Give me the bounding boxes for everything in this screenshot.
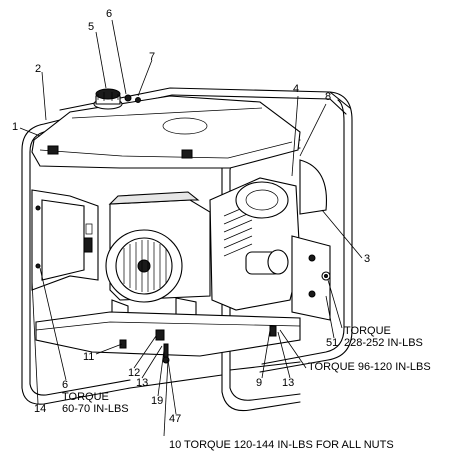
callout-10: 10 (169, 439, 181, 451)
callout-14: 14 (34, 403, 46, 415)
callout-13-right: 13 (282, 377, 294, 389)
callout-1: 1 (12, 121, 18, 133)
torque-right-line1: TORQUE (344, 325, 391, 337)
callout-19: 19 (151, 395, 163, 407)
callout-8: 8 (325, 91, 331, 103)
torque-bottom: TORQUE 120-144 IN-LBS FOR ALL NUTS (184, 439, 394, 451)
control-panel-box (31, 189, 99, 291)
tank-bolt-icon (124, 94, 132, 102)
callout-labels: 1 2 3 4 5 6 7 8 9 11 12 13 13 14 19 47 5… (12, 8, 370, 425)
callout-4: 4 (293, 83, 299, 95)
torque-notes: TORQUE 60-70 IN-LBS TORQUE 228-252 IN-LB… (62, 325, 431, 451)
base-cradle (35, 311, 301, 364)
torque-left-line1: TORQUE (62, 391, 109, 403)
callout-7: 7 (149, 51, 155, 63)
callout-3: 3 (364, 253, 370, 265)
callout-6-bottom: 6 (62, 379, 68, 391)
torque-left-line2: 60-70 IN-LBS (62, 403, 129, 415)
fuel-tank (31, 88, 301, 169)
torque-right-line2: 228-252 IN-LBS (344, 337, 423, 349)
alternator (105, 191, 211, 323)
callout-5: 5 (88, 21, 94, 33)
engine (209, 159, 331, 321)
callout-9: 9 (256, 377, 262, 389)
callout-51: 51 (326, 337, 338, 349)
callout-12: 12 (128, 367, 140, 379)
tank-washer-icon (135, 97, 141, 103)
torque-right-mid: TORQUE 96-120 IN-LBS (308, 361, 431, 373)
fuel-cap (93, 88, 123, 110)
leader-lines (19, 19, 363, 437)
callout-6-top: 6 (106, 8, 112, 20)
callout-13-left: 13 (136, 377, 148, 389)
callout-2: 2 (35, 63, 41, 75)
callout-47: 47 (169, 413, 181, 425)
callout-11: 11 (83, 351, 94, 363)
